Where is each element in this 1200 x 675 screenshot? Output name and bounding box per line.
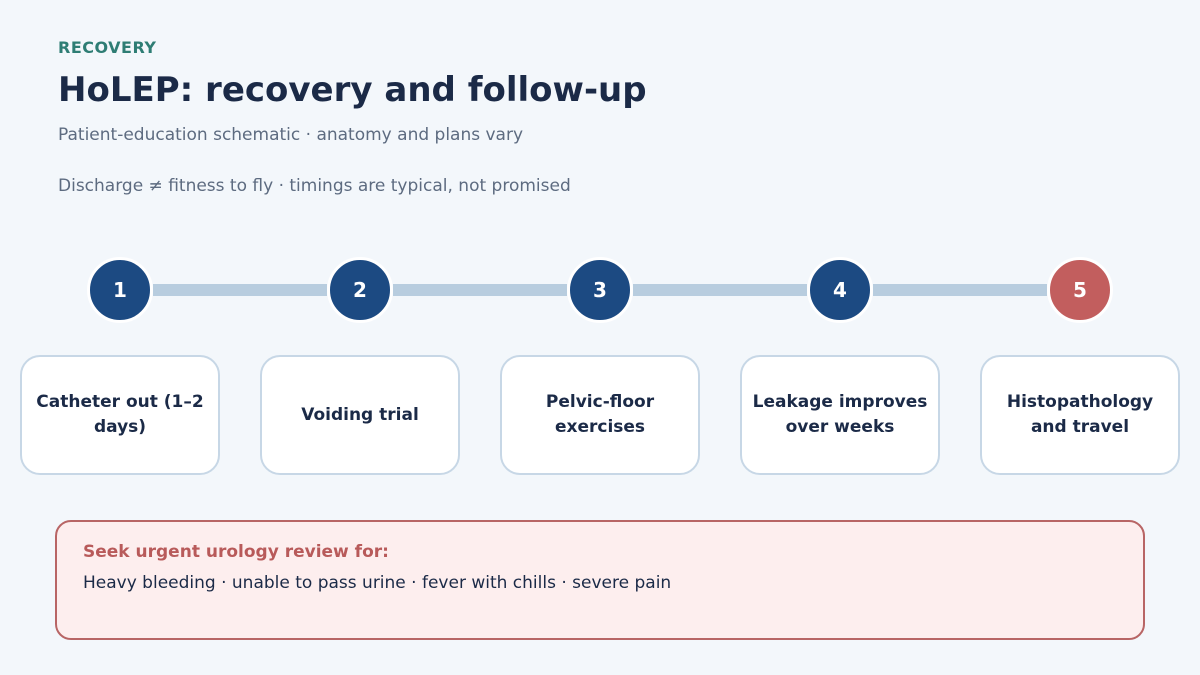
section-eyebrow: RECOVERY: [58, 38, 157, 57]
step-4-marker: 4: [807, 257, 873, 323]
step-5-marker: 5: [1047, 257, 1113, 323]
step-3-marker: 3: [567, 257, 633, 323]
step-4-label: Leakage improves over weeks: [752, 392, 928, 437]
step-connector-3-4: [633, 284, 807, 296]
step-5-card: Histopathology and travel: [980, 355, 1180, 475]
step-4-card: Leakage improves over weeks: [740, 355, 940, 475]
step-connector-2-3: [393, 284, 567, 296]
timing-note: Discharge ≠ fitness to fly · timings are…: [58, 176, 571, 196]
page-title: HoLEP: recovery and follow-up: [58, 70, 647, 110]
step-1-marker: 1: [87, 257, 153, 323]
step-3-card: Pelvic-floor exercises: [500, 355, 700, 475]
step-2-card: Voiding trial: [260, 355, 460, 475]
alert-body: Heavy bleeding · unable to pass urine · …: [83, 573, 672, 593]
page-subtitle: Patient-education schematic · anatomy an…: [58, 125, 524, 145]
step-1-label: Catheter out (1–2 days): [36, 392, 204, 437]
step-3-label: Pelvic-floor exercises: [545, 392, 655, 437]
urgent-review-alert: Seek urgent urology review for: Heavy bl…: [55, 520, 1145, 640]
step-connector-1-2: [153, 284, 327, 296]
step-connector-4-5: [873, 284, 1047, 296]
step-2-marker: 2: [327, 257, 393, 323]
alert-heading: Seek urgent urology review for:: [83, 542, 389, 562]
step-2-label: Voiding trial: [301, 404, 419, 425]
step-5-label: Histopathology and travel: [1006, 392, 1154, 437]
step-1-card: Catheter out (1–2 days): [20, 355, 220, 475]
